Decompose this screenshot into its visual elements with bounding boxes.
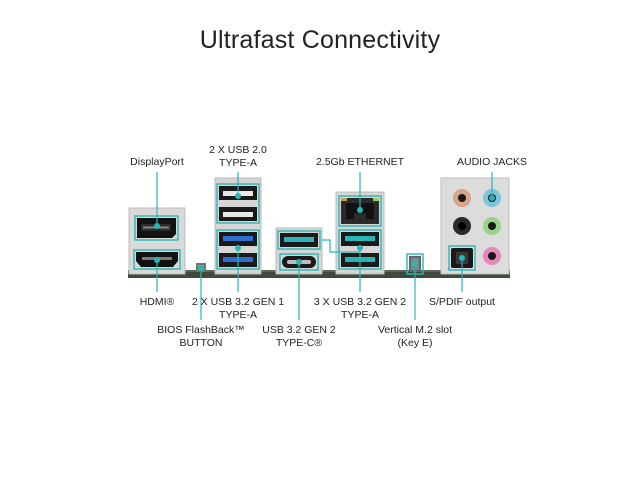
- label-bios: BIOS FlashBack™ BUTTON: [146, 324, 256, 349]
- label-hdmi-text: HDMI®: [139, 296, 175, 308]
- label-spdif-text: S/PDIF output: [429, 296, 495, 308]
- label-usb32g2a: 3 X USB 3.2 GEN 2 TYPE-A: [310, 296, 410, 321]
- label-usb32g2a-line1: 3 X USB 3.2 GEN 2: [313, 296, 407, 308]
- label-usb32g1-line1: 2 X USB 3.2 GEN 1: [191, 296, 285, 308]
- label-audio: AUDIO JACKS: [447, 156, 537, 169]
- label-m2: Vertical M.2 slot (Key E): [370, 324, 460, 349]
- label-m2-line2: (Key E): [397, 336, 433, 349]
- label-usbc-line1: USB 3.2 GEN 2: [262, 324, 336, 336]
- label-usb32g1: 2 X USB 3.2 GEN 1 TYPE-A: [188, 296, 288, 321]
- label-usbc: USB 3.2 GEN 2 TYPE-C®: [254, 324, 344, 349]
- label-audio-text: AUDIO JACKS: [456, 156, 527, 168]
- label-m2-line1: Vertical M.2 slot: [377, 324, 453, 336]
- label-bios-line2: BUTTON: [179, 336, 223, 349]
- label-hdmi: HDMI®: [127, 296, 187, 309]
- label-spdif: S/PDIF output: [422, 296, 502, 309]
- motherboard-pcb: [128, 272, 510, 278]
- label-usb32g1-line2: TYPE-A: [219, 308, 257, 321]
- label-ethernet-text: 2.5Gb ETHERNET: [315, 156, 405, 168]
- label-bios-line1: BIOS FlashBack™: [157, 324, 245, 336]
- audio-jacks-block: [440, 177, 510, 275]
- label-ethernet: 2.5Gb ETHERNET: [310, 156, 410, 169]
- highlight-usb-gen2-single: [277, 230, 321, 250]
- label-usb20: 2 X USB 2.0 TYPE-A: [198, 144, 278, 169]
- label-displayport-text: DisplayPort: [130, 156, 184, 168]
- label-usb32g2a-line2: TYPE-A: [341, 308, 379, 321]
- label-usbc-line2: TYPE-C®: [275, 336, 323, 349]
- label-displayport: DisplayPort: [122, 156, 192, 169]
- page-title: Ultrafast Connectivity: [199, 26, 441, 54]
- label-usb20-line1: 2 X USB 2.0: [209, 144, 267, 156]
- label-usb20-line2: TYPE-A: [219, 156, 257, 169]
